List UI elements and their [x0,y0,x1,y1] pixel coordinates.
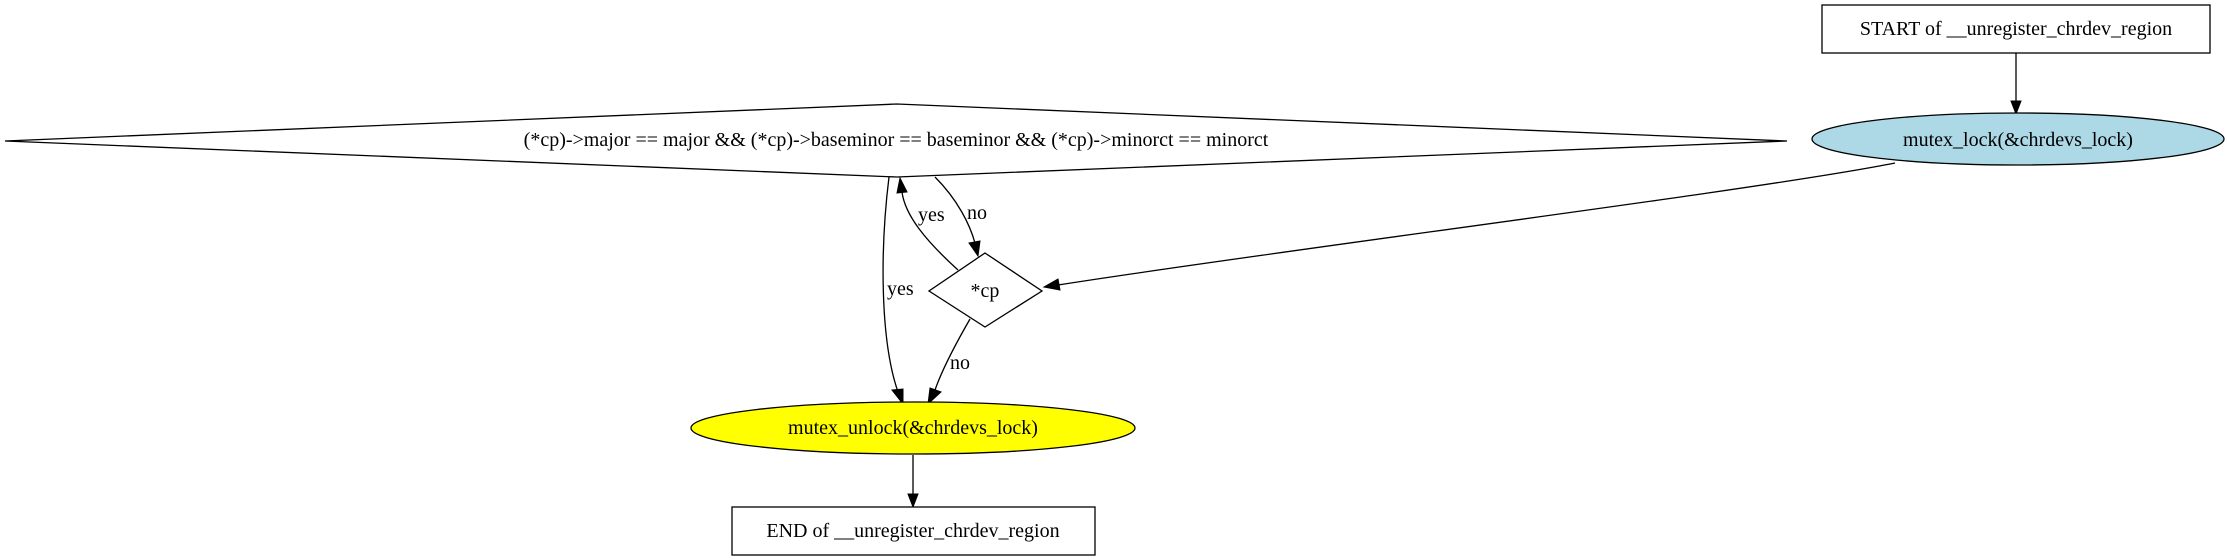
node-condition-match[interactable]: (*cp)->major == major && (*cp)->basemino… [4,103,1788,178]
node-start-label: START of __unregister_chrdev_region [1860,18,2172,40]
node-condition-match-label: (*cp)->major == major && (*cp)->basemino… [524,129,1269,151]
edge-cond-match-to-unlock-yes: yes [882,176,914,406]
edge-lock-to-cond-cp [1042,162,1896,291]
arrowhead [927,387,942,406]
node-end[interactable]: END of __unregister_chrdev_region [731,506,1096,556]
edge-cond-match-to-cond-cp-no: no [934,176,987,258]
edge-start-to-lock [2010,53,2022,116]
edge-unlock-to-end [907,455,919,509]
node-start[interactable]: START of __unregister_chrdev_region [1821,4,2211,54]
edge-cond-cp-to-unlock-no: no [927,318,971,406]
node-mutex-unlock[interactable]: mutex_unlock(&chrdevs_lock) [690,401,1136,455]
node-mutex-lock[interactable]: mutex_lock(&chrdevs_lock) [1811,112,2225,166]
node-mutex-lock-label: mutex_lock(&chrdevs_lock) [1903,129,2133,151]
node-condition-cp-label: *cp [971,280,1000,302]
edge-label-no: no [967,202,987,224]
edge-cond-cp-to-cond-match-yes: yes [896,176,959,271]
node-mutex-unlock-label: mutex_unlock(&chrdevs_lock) [788,417,1038,439]
node-end-label: END of __unregister_chrdev_region [766,520,1059,542]
node-condition-cp[interactable]: *cp [927,252,1044,328]
edge-label-yes: yes [887,278,914,300]
edge-label-no: no [950,352,970,374]
arrowhead [896,176,908,194]
edge-label-yes: yes [918,204,945,226]
arrowhead [1042,278,1061,291]
arrowhead [2010,100,2022,116]
arrowhead [891,388,904,406]
arrowhead [968,240,981,258]
arrowhead [907,493,919,509]
